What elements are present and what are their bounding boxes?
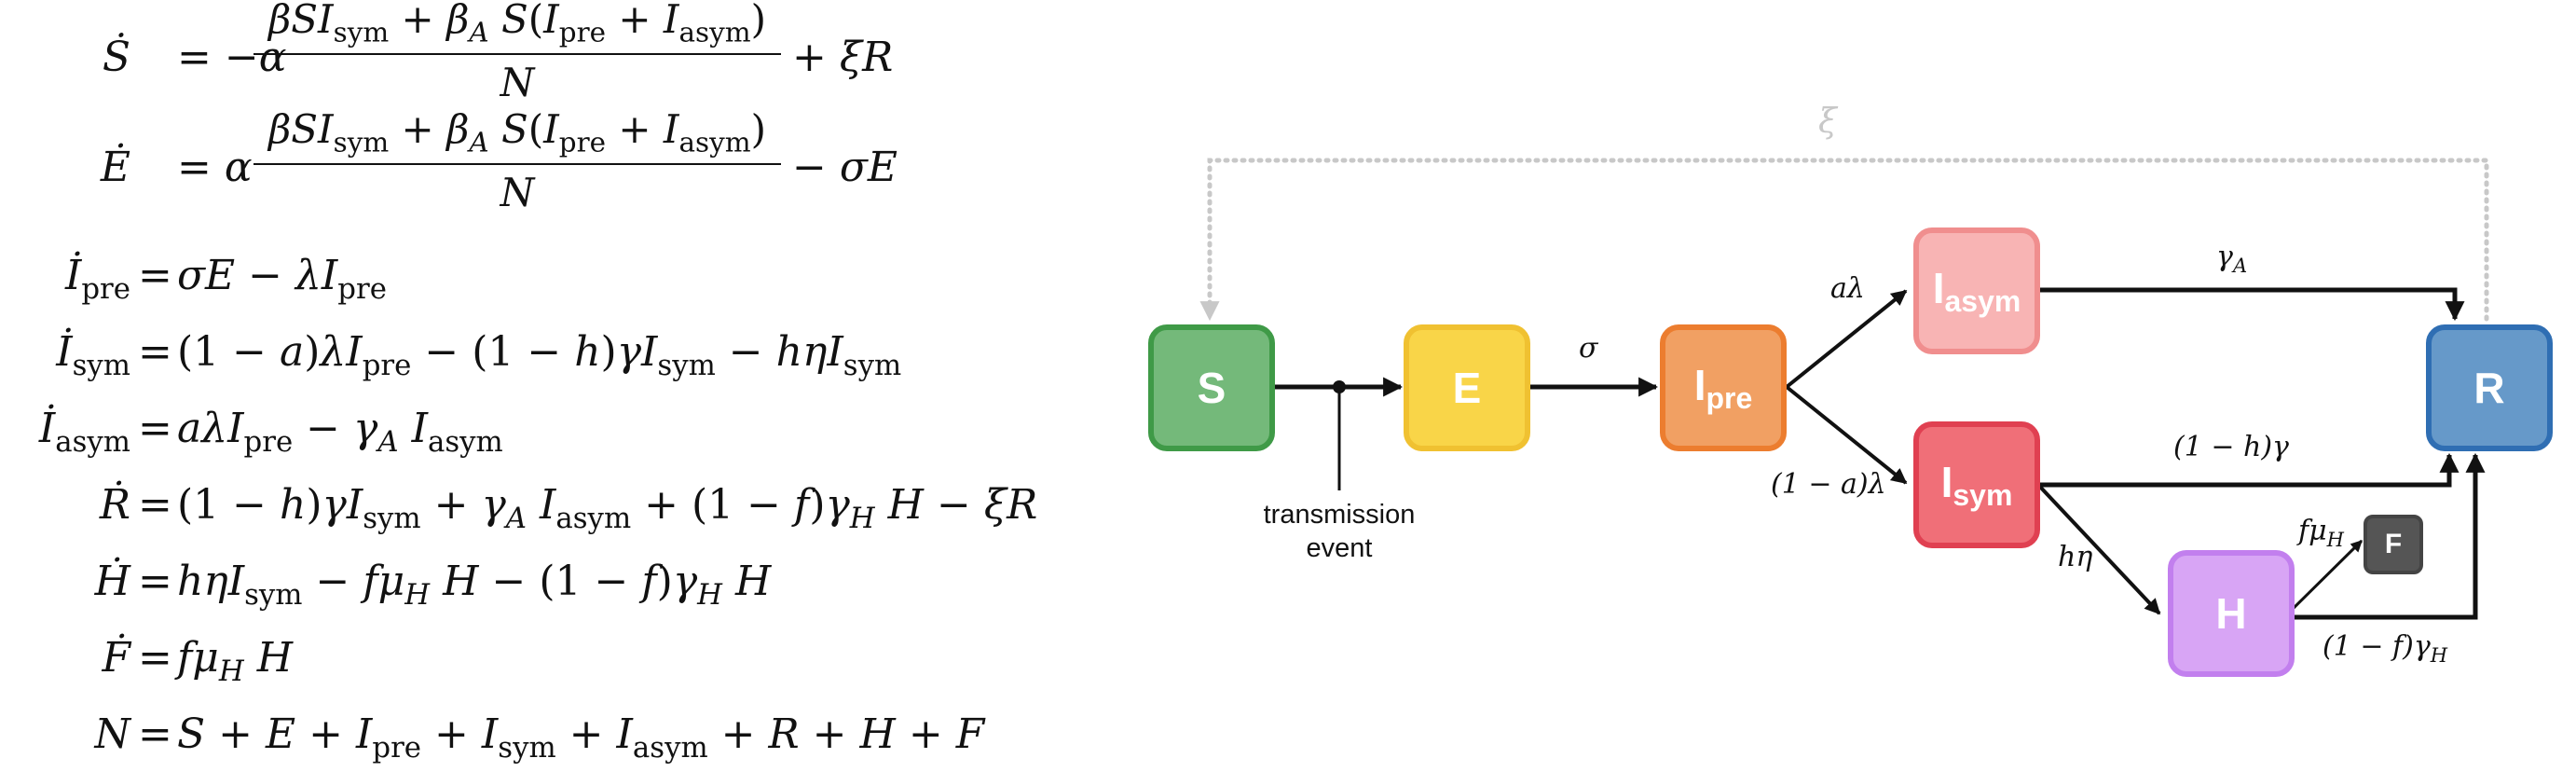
label-h-eta: hη: [2058, 541, 2093, 573]
equation-rhs: hηIsym − fμH H − (1 − f)γH H: [177, 558, 772, 612]
label-sigma: σ: [1579, 332, 1598, 365]
edge-ipre-to-iasym: [1785, 289, 1908, 389]
label-f-mu-h: fμH: [2298, 515, 2344, 551]
equation-prefix: = −α: [177, 34, 287, 81]
node-r: R: [2426, 324, 2553, 451]
equals-sign: =: [138, 405, 172, 452]
equation-rhs: (1 − h)γIsym + γA Iasym + (1 − f)γH H − …: [177, 481, 1038, 535]
node-iasym-label: Iasym: [1932, 263, 2021, 318]
label-a-lambda: aλ: [1830, 272, 1865, 305]
edge-h-to-r: [2288, 452, 2486, 620]
equation-isym: İsym=(1 − a)λIpre − (1 − h)γIsym − hηIsy…: [0, 315, 1062, 390]
equals-sign: =: [138, 252, 172, 299]
node-e: E: [1404, 324, 1530, 451]
label-one-minus-h-gamma: (1 − h)γ: [2173, 431, 2289, 463]
node-h-label: H: [2215, 589, 2247, 638]
compartment-flow-diagram: S E Ipre Iasym Isym H F R ξ σ aλ (1 − a)…: [1118, 75, 2576, 709]
equation-lhs: Ė: [100, 144, 130, 191]
equals-sign: =: [138, 710, 172, 758]
equation-lhs: N: [94, 710, 131, 758]
equation-lhs: Ḟ: [102, 634, 130, 682]
equation-rhs: (1 − a)λIpre − (1 − h)γIsym − hηIsym: [177, 328, 902, 382]
node-r-label: R: [2473, 364, 2505, 412]
node-s-label: S: [1197, 364, 1226, 412]
equation-rhs: σE − λIpre: [177, 252, 387, 306]
equation-iasym: İasym=aλIpre − γA Iasym: [0, 392, 1062, 466]
label-xi: ξ: [1818, 103, 1837, 141]
equation-suffix: + ξR: [792, 34, 894, 81]
fraction-denominator: N: [500, 170, 535, 215]
fraction-bar: [253, 53, 781, 55]
edge-r-to-s-waning: [1199, 158, 2489, 322]
transmission-dot: [1333, 380, 1346, 393]
equation-lhs: Ṙ: [99, 481, 130, 529]
node-ipre: Ipre: [1660, 324, 1787, 451]
equation-n: N=S + E + Ipre + Isym + Iasym + R + H + …: [0, 697, 1062, 772]
equation-prefix: = α: [177, 144, 253, 191]
equation-lhs: Ḣ: [94, 558, 130, 605]
equation-rhs: S + E + Ipre + Isym + Iasym + R + H + F: [177, 710, 985, 765]
label-one-minus-a-lambda: (1 − a)λ: [1771, 468, 1886, 501]
equation-ipre: İpre=σE − λIpre: [0, 239, 1062, 313]
equation-e: Ė = α βSIsym + βA S(Ipre + Iasym) N − σE: [0, 106, 1062, 241]
equation-lhs: İsym: [56, 328, 130, 382]
node-isym-label: Isym: [1940, 457, 2013, 512]
equation-rhs: fμH H: [177, 634, 294, 688]
node-subscript: asym: [1944, 283, 2021, 318]
node-subscript: pre: [1706, 380, 1753, 415]
label-one-minus-f-gamma-h: (1 − f)γH: [2323, 630, 2448, 667]
equation-r: Ṙ=(1 − h)γIsym + γA Iasym + (1 − f)γH H …: [0, 468, 1062, 543]
equation-rhs: aλIpre − γA Iasym: [177, 405, 503, 459]
fraction-numerator: βSIsym + βA S(Ipre + Iasym): [267, 0, 766, 48]
node-isym: Isym: [1913, 421, 2040, 548]
equals-sign: =: [138, 558, 172, 605]
equation-lhs: İpre: [64, 252, 130, 306]
equals-sign: =: [138, 328, 172, 376]
edge-isym-to-h: [2036, 483, 2161, 615]
fraction-denominator: N: [500, 60, 535, 105]
fraction-numerator: βSIsym + βA S(Ipre + Iasym): [267, 106, 766, 159]
node-f-label: F: [2384, 529, 2403, 559]
label-gamma-a: γA: [2216, 241, 2248, 277]
equation-lhs: İasym: [38, 405, 130, 459]
equation-suffix: − σE: [792, 144, 898, 191]
fraction-bar: [253, 163, 781, 165]
equation-lhs: Ṡ: [102, 34, 130, 81]
node-ipre-label: Ipre: [1693, 360, 1753, 415]
edge-h-to-f: [2286, 539, 2364, 615]
equals-sign: =: [138, 634, 172, 682]
edge-ipre-to-isym: [1785, 385, 1908, 485]
node-h: H: [2168, 550, 2295, 677]
node-iasym: Iasym: [1913, 227, 2040, 354]
node-s: S: [1148, 324, 1275, 451]
equation-f: Ḟ=fμH H: [0, 621, 1062, 696]
equation-h: Ḣ=hηIsym − fμH H − (1 − f)γH H: [0, 545, 1062, 619]
node-subscript: sym: [1953, 477, 2013, 512]
flow-edges: [1199, 158, 2489, 620]
edge-iasym-to-r: [2038, 287, 2465, 322]
edge-isym-to-r: [2038, 452, 2460, 488]
equals-sign: =: [138, 481, 172, 529]
node-f: F: [2364, 515, 2423, 574]
node-e-label: E: [1452, 364, 1482, 412]
